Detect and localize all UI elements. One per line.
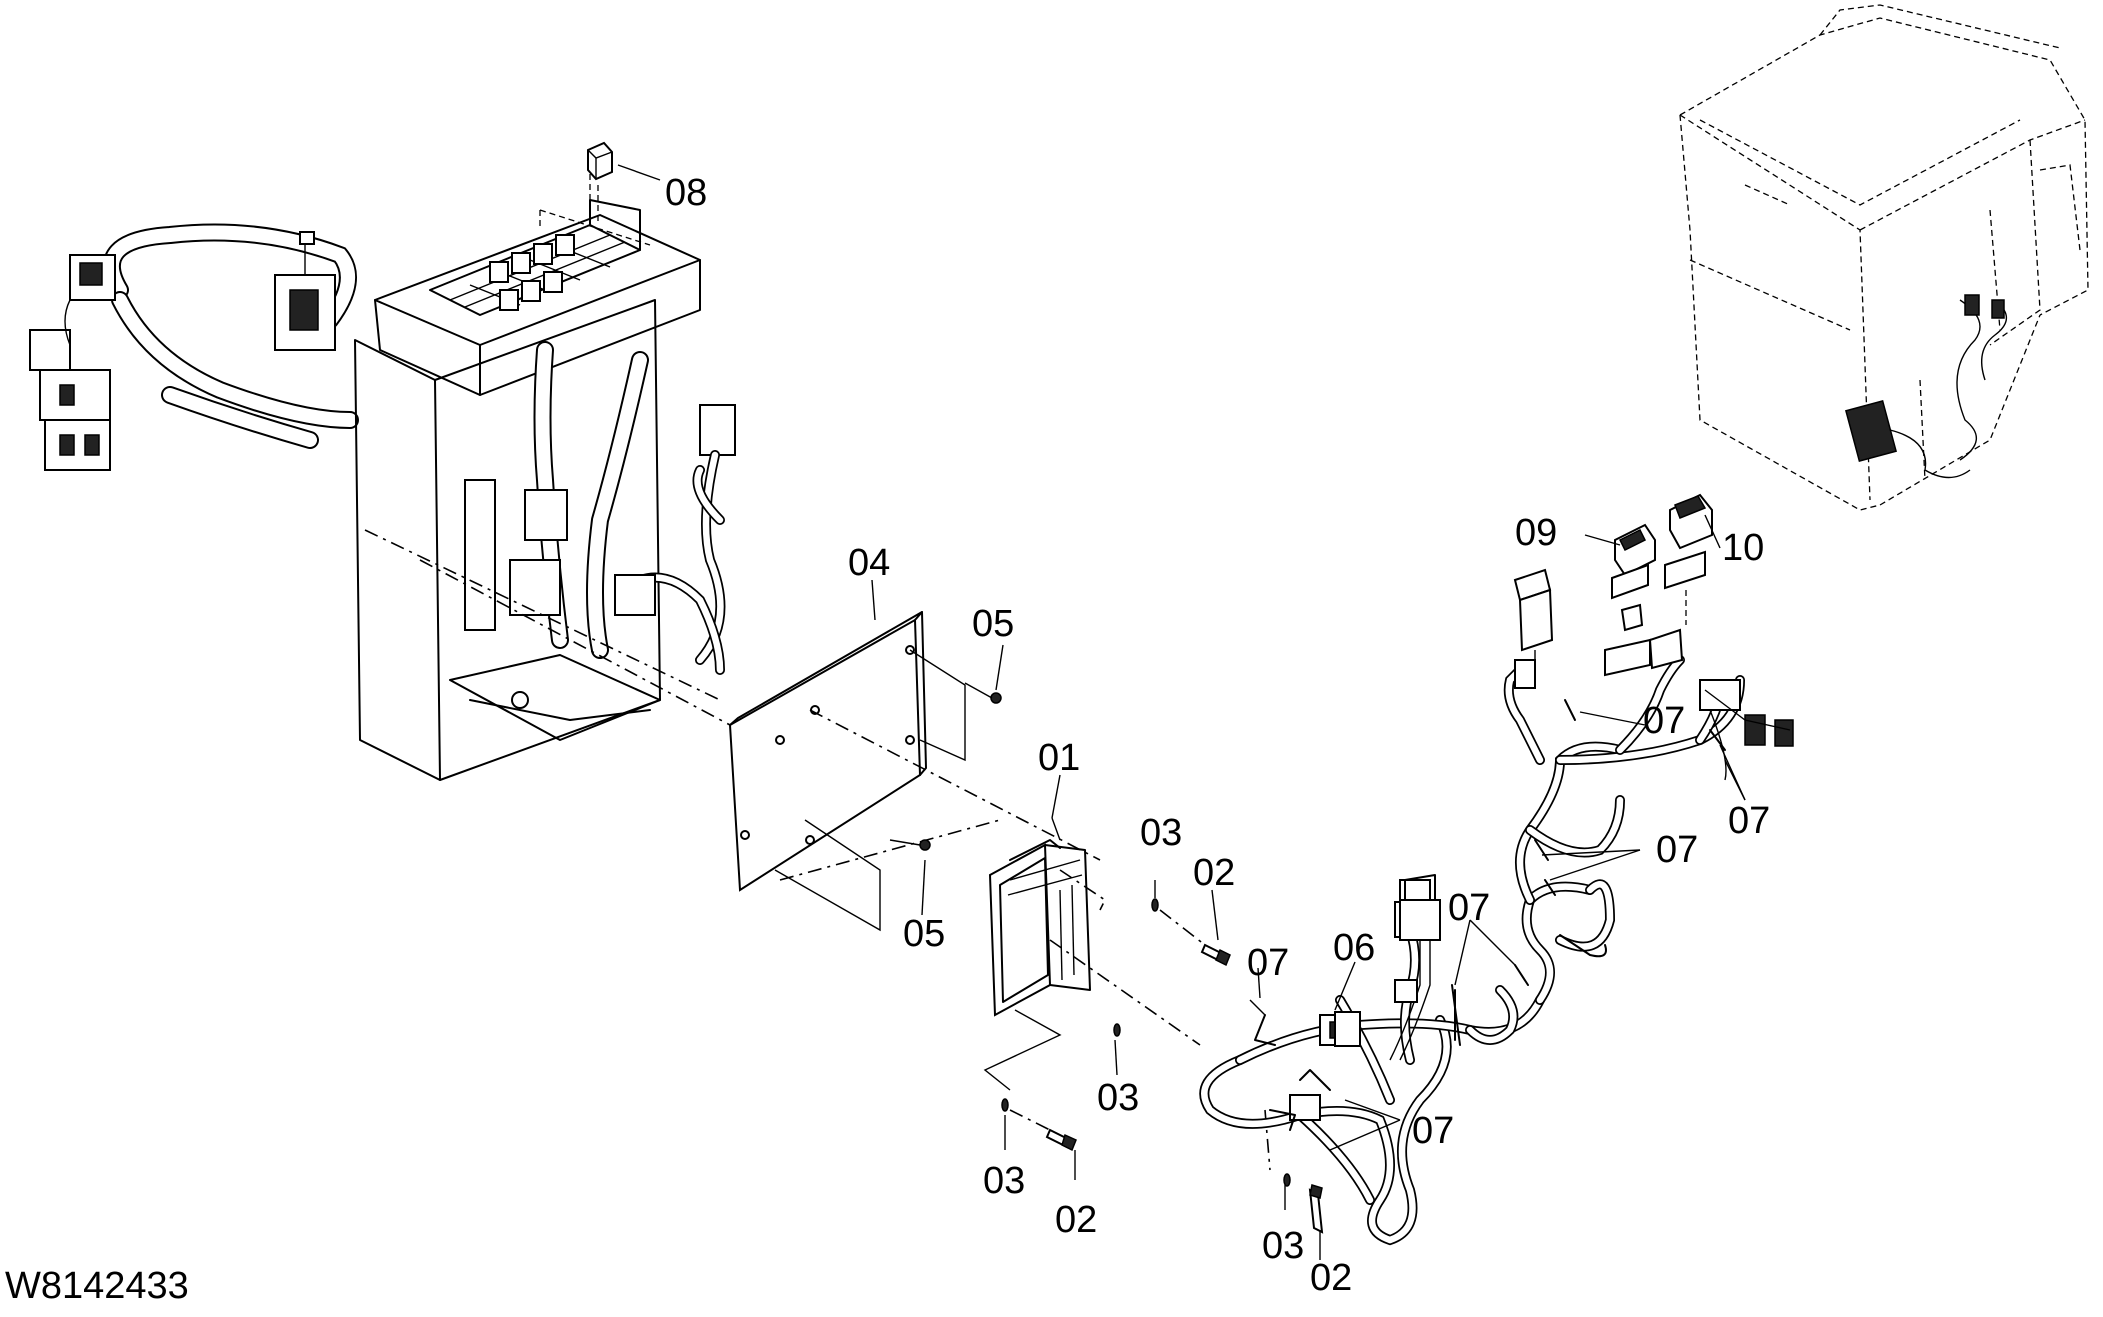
part-07-clamp-f bbox=[1544, 879, 1556, 896]
part-06-sub-harness bbox=[1334, 874, 1441, 1061]
drawing-code: W8142433 bbox=[5, 1265, 189, 1307]
callout-06: 06 bbox=[1333, 927, 1375, 969]
relay-block bbox=[429, 199, 641, 316]
callout-05-lower: 05 bbox=[903, 913, 945, 955]
callout-09: 09 bbox=[1515, 512, 1557, 554]
callout-07-e: 07 bbox=[1643, 700, 1685, 742]
callout-03-a: 03 bbox=[1140, 812, 1182, 854]
leader-lines bbox=[871, 514, 1746, 1260]
relay-box-assembly bbox=[29, 165, 736, 781]
part-03-washer-d bbox=[1283, 1173, 1291, 1187]
callout-07-d: 07 bbox=[1656, 829, 1698, 871]
part-03-washer-a bbox=[1151, 898, 1159, 912]
part-02-bolt-c bbox=[1264, 1109, 1324, 1234]
part-05-screw-lower bbox=[889, 839, 931, 851]
part-03-washer-c bbox=[1001, 1098, 1009, 1112]
part-08-relay bbox=[587, 141, 661, 225]
callout-03-c: 03 bbox=[983, 1160, 1025, 1202]
callout-03-d: 03 bbox=[1262, 1225, 1304, 1267]
callout-04: 04 bbox=[848, 542, 890, 584]
callout-07-f: 07 bbox=[1728, 800, 1770, 842]
part-07-clamp-e bbox=[1534, 839, 1549, 861]
callout-02-c: 02 bbox=[1310, 1257, 1352, 1299]
callout-03-b: 03 bbox=[1097, 1077, 1139, 1119]
callout-08: 08 bbox=[665, 172, 707, 214]
callout-07-c: 07 bbox=[1448, 887, 1490, 929]
part-03-washer-b bbox=[1113, 1023, 1121, 1037]
callout-02-a: 02 bbox=[1193, 852, 1235, 894]
part-02-bolt-a bbox=[1159, 909, 1231, 967]
callout-07-b: 07 bbox=[1412, 1110, 1454, 1152]
part-07-clamp-d bbox=[1514, 964, 1529, 986]
part-07-clamp-b bbox=[1269, 1109, 1296, 1131]
part-07-clamp-g bbox=[1564, 699, 1576, 721]
main-harness bbox=[1199, 655, 1794, 1246]
part-05-screw-upper bbox=[964, 682, 1002, 704]
part-07-clamp-h bbox=[1709, 729, 1726, 751]
part-09-switch bbox=[1604, 523, 1656, 677]
callout-10: 10 bbox=[1722, 527, 1764, 569]
part-01-control-unit bbox=[988, 817, 1091, 1017]
part-02-bolt-b bbox=[1009, 1109, 1077, 1152]
part-07-clamp-a bbox=[1249, 999, 1276, 1046]
callout-07-a: 07 bbox=[1247, 942, 1289, 984]
part-07-clamp-c bbox=[1451, 984, 1461, 1046]
left-connector-cluster bbox=[29, 254, 116, 471]
callout-01: 01 bbox=[1038, 737, 1080, 779]
cab-outline bbox=[1679, 4, 2089, 511]
part-04-bracket bbox=[728, 611, 1101, 932]
switch-left-connector bbox=[1513, 568, 1554, 670]
callout-05-upper: 05 bbox=[972, 603, 1014, 645]
callout-02-b: 02 bbox=[1055, 1199, 1097, 1241]
part-10-switch bbox=[1648, 493, 1713, 670]
